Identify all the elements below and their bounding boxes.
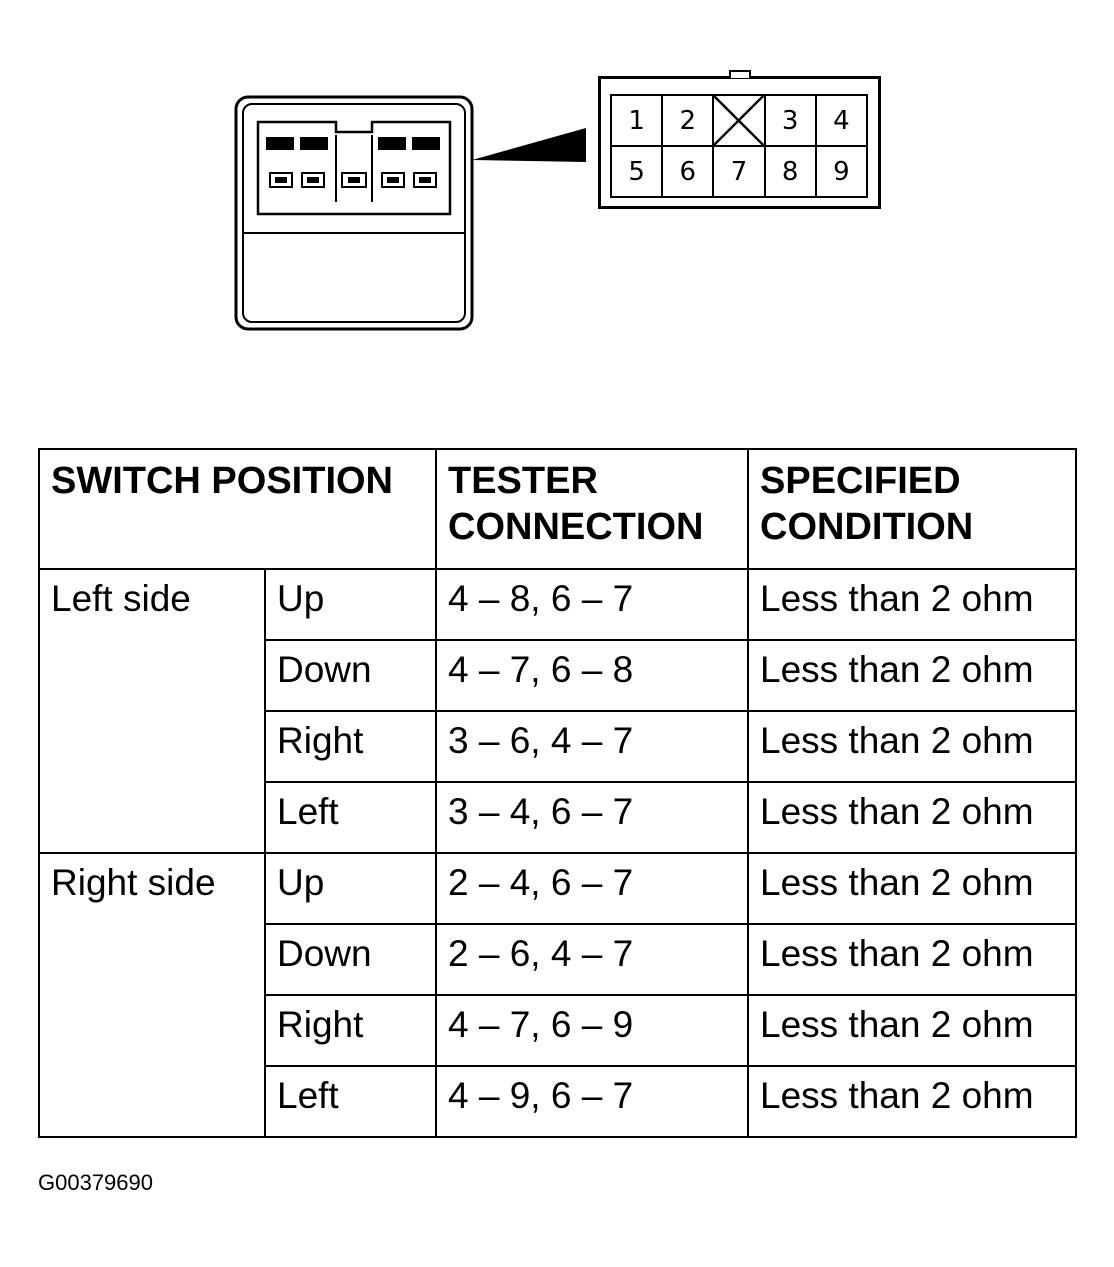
pin-3: 3: [765, 96, 817, 147]
position-cell: Down: [264, 639, 437, 712]
position-cell: Left: [264, 1065, 437, 1138]
pin-9: 9: [816, 147, 868, 198]
side-cell: Right side: [38, 852, 266, 1138]
condition-cell: Less than 2 ohm: [747, 639, 1077, 712]
position-cell: Up: [264, 852, 437, 925]
pin-1: 1: [612, 96, 664, 147]
connector-lock-tab: [729, 70, 751, 78]
pin-blank: [714, 96, 766, 147]
position-cell: Down: [264, 923, 437, 996]
table-header-row: SWITCH POSITION TESTER CONNECTION SPECIF…: [38, 448, 1077, 570]
connection-cell: 4 – 7, 6 – 9: [435, 994, 749, 1067]
pin-2: 2: [663, 96, 715, 147]
pin-6: 6: [663, 147, 715, 198]
pin-7: 7: [714, 147, 766, 198]
connection-cell: 4 – 7, 6 – 8: [435, 639, 749, 712]
pin-4: 4: [816, 96, 868, 147]
figure-id: G00379690: [38, 1170, 153, 1195]
condition-cell: Less than 2 ohm: [747, 568, 1077, 641]
condition-cell: Less than 2 ohm: [747, 1065, 1077, 1138]
condition-cell: Less than 2 ohm: [747, 781, 1077, 854]
connector-face: [256, 120, 452, 216]
connection-cell: 4 – 8, 6 – 7: [435, 568, 749, 641]
condition-cell: Less than 2 ohm: [747, 923, 1077, 996]
connection-cell: 3 – 4, 6 – 7: [435, 781, 749, 854]
connection-cell: 3 – 6, 4 – 7: [435, 710, 749, 783]
condition-cell: Less than 2 ohm: [747, 994, 1077, 1067]
pin-grid: 1 2 3 4 5 6 7 8 9: [610, 94, 868, 198]
header-specified-condition: SPECIFIED CONDITION: [747, 448, 1077, 570]
pin-8: 8: [765, 147, 817, 198]
position-cell: Right: [264, 994, 437, 1067]
condition-cell: Less than 2 ohm: [747, 710, 1077, 783]
header-tester-connection: TESTER CONNECTION: [435, 448, 749, 570]
pin-5: 5: [612, 147, 664, 198]
header-switch-position: SWITCH POSITION: [38, 448, 437, 570]
terminal-row-top: [266, 137, 440, 150]
switch-body-inner: [242, 103, 466, 323]
blank-pin-cross-icon: [714, 96, 764, 145]
leader-pointer: [472, 128, 586, 162]
connection-cell: 2 – 6, 4 – 7: [435, 923, 749, 996]
position-cell: Left: [264, 781, 437, 854]
mirror-switch-drawing: [234, 95, 586, 331]
connection-cell: 4 – 9, 6 – 7: [435, 1065, 749, 1138]
position-cell: Right: [264, 710, 437, 783]
condition-cell: Less than 2 ohm: [747, 852, 1077, 925]
side-cell: Left side: [38, 568, 266, 854]
switch-inspection-table: SWITCH POSITION TESTER CONNECTION SPECIF…: [38, 448, 1077, 1138]
connector-pinout: 1 2 3 4 5 6 7 8 9: [598, 70, 881, 209]
connection-cell: 2 – 4, 6 – 7: [435, 852, 749, 925]
position-cell: Up: [264, 568, 437, 641]
